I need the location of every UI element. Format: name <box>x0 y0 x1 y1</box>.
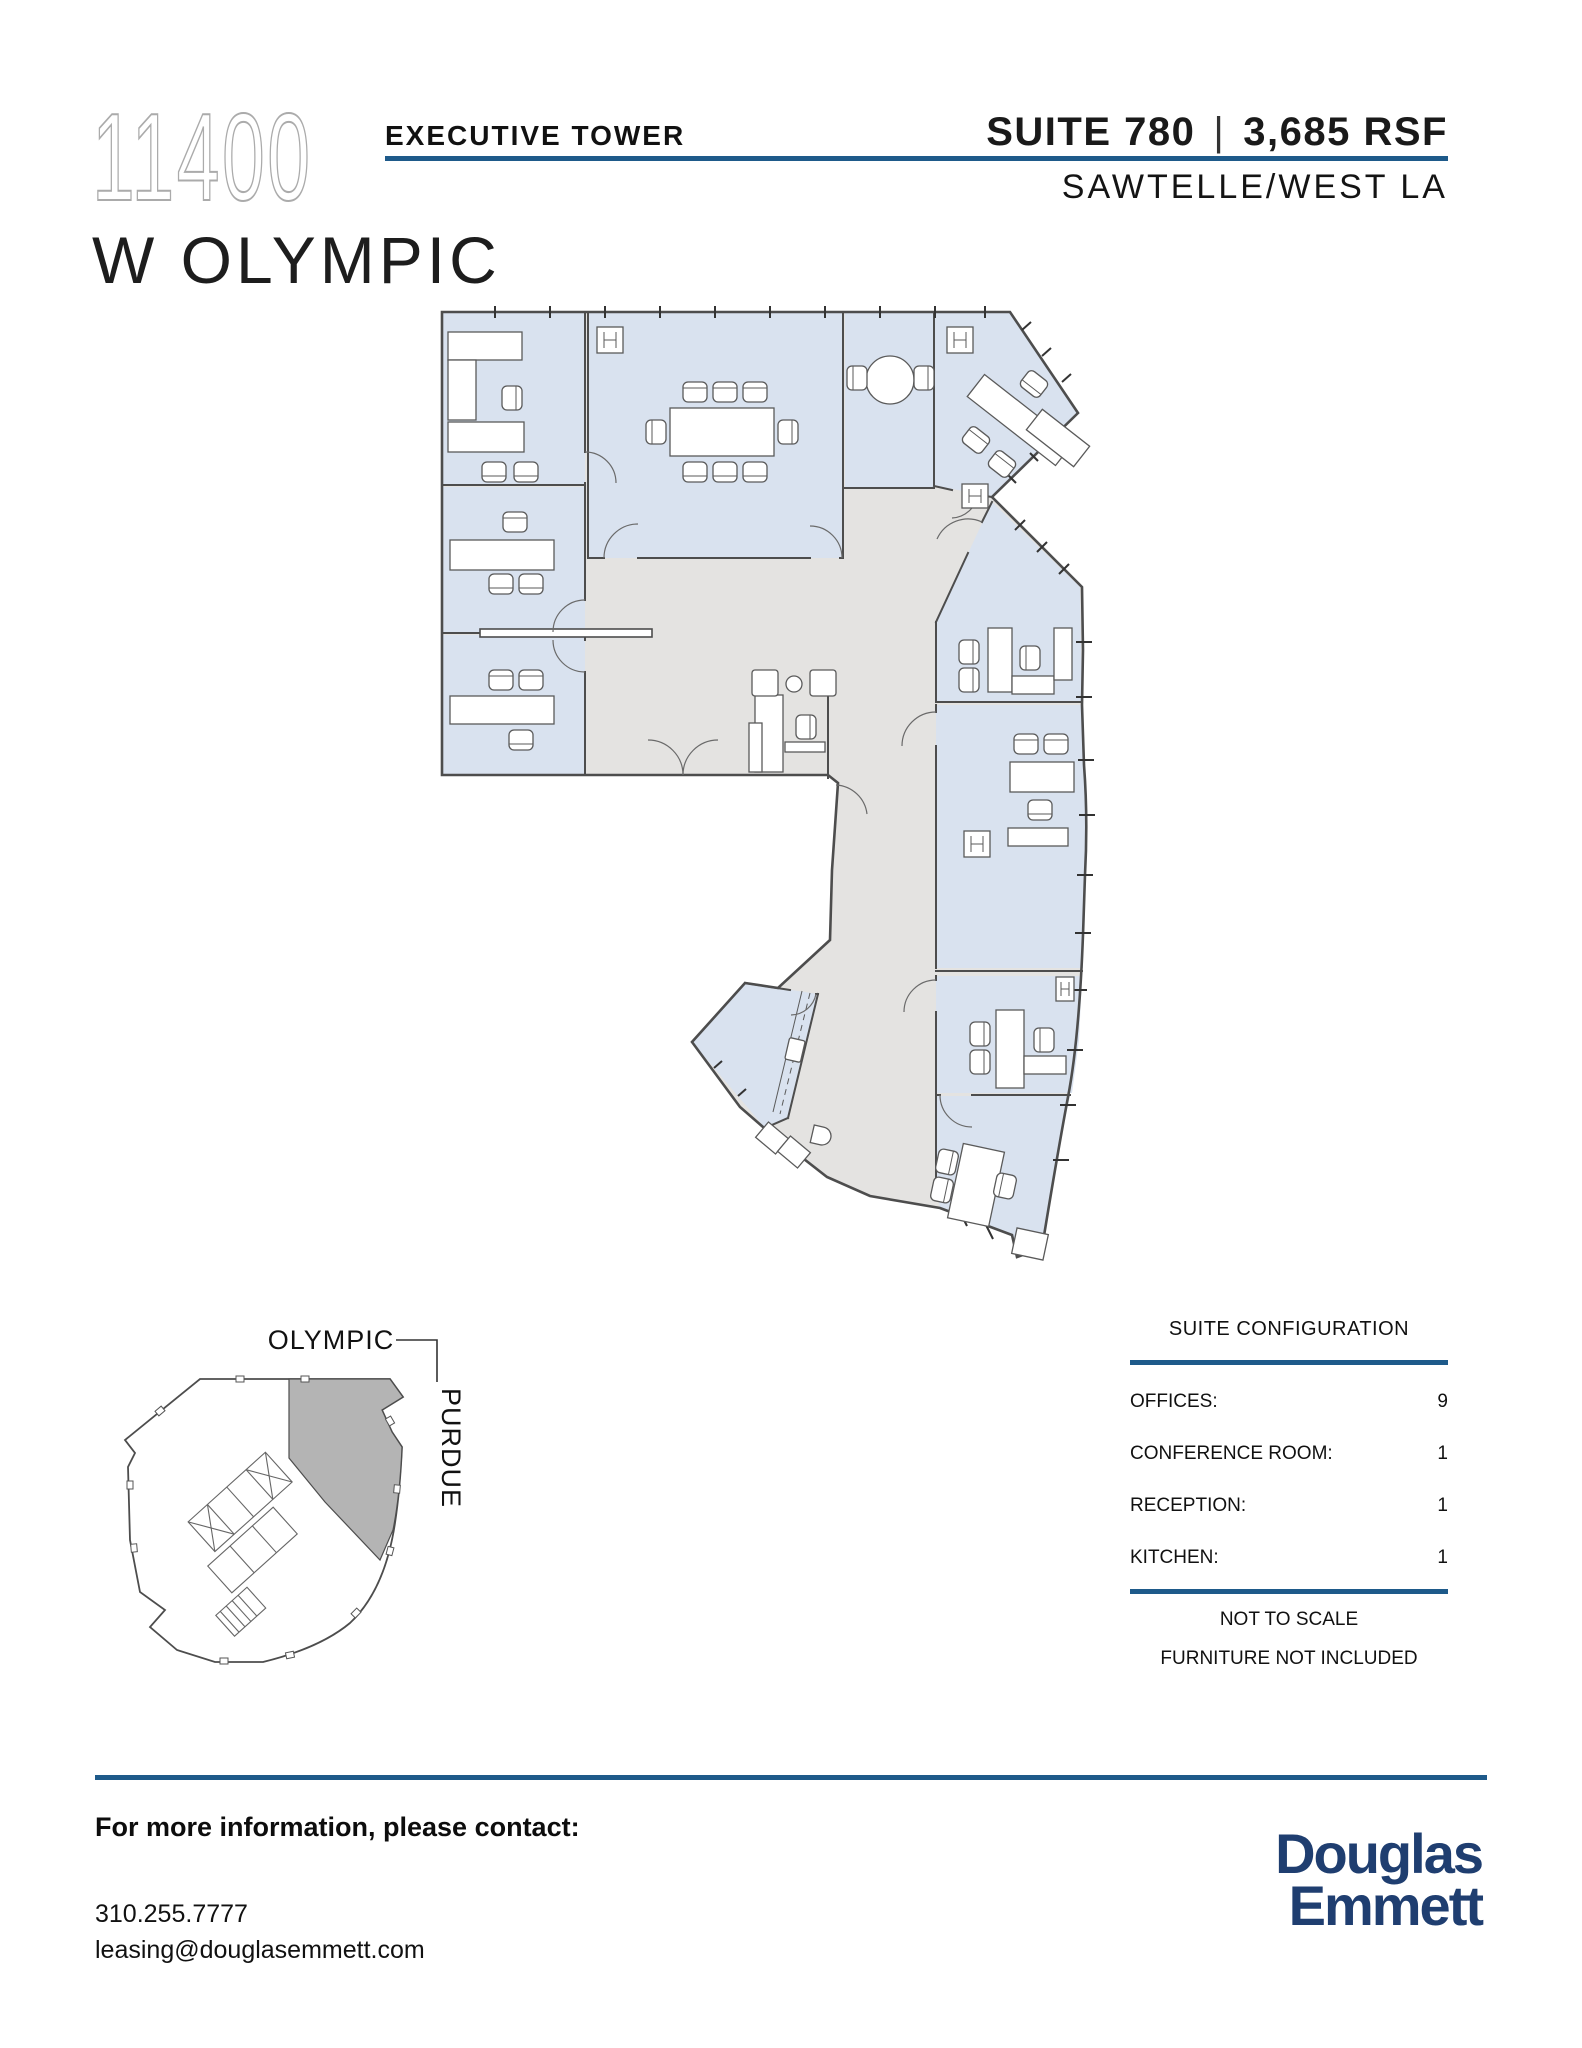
config-label: OFFICES: <box>1130 1390 1218 1412</box>
building-number-graphic: 11400 <box>91 88 312 223</box>
header-rule <box>385 156 1448 161</box>
config-title: SUITE CONFIGURATION <box>1168 1318 1410 1340</box>
interior-walls <box>441 311 1083 1188</box>
config-row-conference: CONFERENCE ROOM: 1 <box>1130 1438 1448 1469</box>
key-plan: OLYMPIC PURDUE <box>123 1325 466 1665</box>
building-name: EXECUTIVE TOWER <box>385 120 686 151</box>
not-to-scale-note: NOT TO SCALE <box>1219 1609 1359 1630</box>
column-markers <box>596 326 1075 1002</box>
config-value: 9 <box>1437 1390 1448 1412</box>
config-label: RECEPTION: <box>1130 1494 1247 1516</box>
building-number: 11400 <box>92 88 312 223</box>
keyplan-core <box>187 1451 299 1637</box>
kitchen-room <box>692 983 818 1128</box>
logo-line-1: Douglas <box>1275 1822 1484 1885</box>
street-leader-line <box>396 1339 438 1382</box>
config-rows: OFFICES: 9 CONFERENCE ROOM: 1 RECEPTION:… <box>1130 1386 1448 1573</box>
config-value: 1 <box>1437 1442 1448 1464</box>
suite-rsf: 3,685 RSF <box>1243 110 1448 154</box>
partition-wall <box>479 628 653 638</box>
footer-rule <box>95 1775 1487 1780</box>
contact-email: leasing@douglasemmett.com <box>95 1936 425 1964</box>
config-value: 1 <box>1437 1546 1448 1568</box>
door-swings <box>552 451 983 1128</box>
keyplan-ticks <box>126 1375 401 1665</box>
config-rule-top <box>1130 1360 1448 1365</box>
config-rule-bottom <box>1130 1589 1448 1594</box>
exterior-walls <box>440 310 1088 1259</box>
floor-plan <box>440 306 1095 1261</box>
config-label: CONFERENCE ROOM: <box>1130 1442 1333 1464</box>
street-name: W OLYMPIC <box>92 223 501 297</box>
config-row-kitchen: KITCHEN: 1 <box>1130 1542 1448 1573</box>
furniture <box>447 331 1091 1261</box>
street-label-purdue: PURDUE <box>436 1388 466 1508</box>
submarket: SAWTELLE/WEST LA <box>1061 168 1448 206</box>
kitchen-counter <box>772 990 811 1115</box>
furniture-note: FURNITURE NOT INCLUDED <box>1160 1648 1418 1669</box>
config-row-reception: RECEPTION: 1 <box>1130 1490 1448 1521</box>
company-logo: Douglas Emmett <box>1190 1822 1484 1938</box>
config-value: 1 <box>1437 1494 1448 1516</box>
street-label-olympic: OLYMPIC <box>268 1325 395 1355</box>
logo-line-2: Emmett <box>1288 1874 1484 1938</box>
suite-configuration-panel: SUITE CONFIGURATION OFFICES: 9 CONFERENC… <box>1130 1318 1448 1670</box>
suite-number: SUITE 780 <box>986 110 1196 154</box>
config-row-offices: OFFICES: 9 <box>1130 1386 1448 1417</box>
contact-phone: 310.255.7777 <box>95 1900 248 1928</box>
config-label: KITCHEN: <box>1130 1546 1219 1568</box>
suite-separator: | <box>1213 110 1226 154</box>
contact-heading: For more information, please contact: <box>95 1812 580 1842</box>
suite-title: SUITE 780 | 3,685 RSF <box>720 110 1448 155</box>
